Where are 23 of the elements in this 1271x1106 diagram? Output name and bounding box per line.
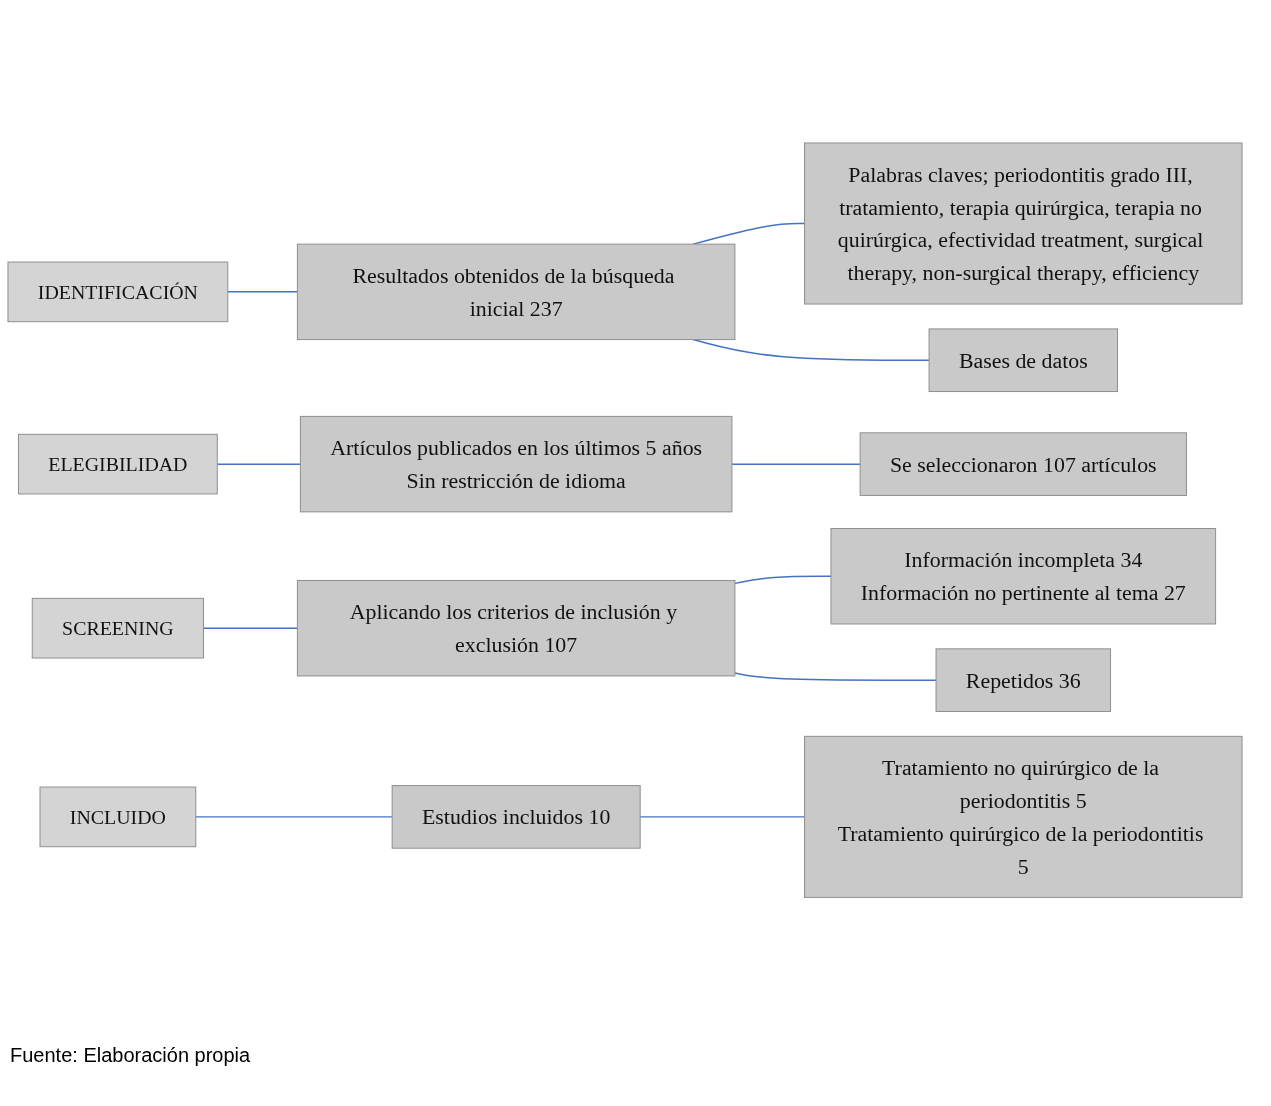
- caption: Fuente: Elaboración propia: [10, 1044, 252, 1067]
- connector: [731, 463, 861, 465]
- node-box: Palabras claves; periodontitis grado III, tratamiento, terapia quirúrgica, terapia no quirúrgica, efectividad treatment, surgical therapy, non-surgical therapy, efficiency: [804, 142, 1243, 305]
- node-box: Resultados obtenidos de la búsqueda inicial 237: [296, 243, 736, 340]
- connector: [202, 627, 299, 629]
- node-box: Artículos publicados en los últimos 5 años Sin restricción de idioma: [299, 415, 733, 513]
- node-box: Se seleccionaron 107 artículos: [859, 432, 1187, 496]
- node-box: Tratamiento no quirúrgico de la periodontitis 5 Tratamiento quirúrgico de la periodontitis 5: [804, 735, 1243, 898]
- connector: [227, 290, 299, 293]
- connector: [734, 672, 937, 681]
- node-box: IDENTIFICACIÓN: [7, 261, 229, 322]
- node-box: Repetidos 36: [935, 648, 1112, 712]
- connector: [195, 815, 393, 818]
- node-box: Bases de datos: [928, 328, 1118, 392]
- node-box: ELEGIBILIDAD: [17, 433, 218, 495]
- connector: [639, 815, 806, 818]
- node-box: SCREENING: [31, 597, 204, 659]
- node-box: Información incompleta 34 Información no pertinente al tema 27: [830, 527, 1217, 625]
- connector: [734, 575, 832, 584]
- node-box: Aplicando los criterios de inclusión y exclusión 107: [296, 579, 736, 677]
- node-box: Estudios incluidos 10: [391, 784, 641, 849]
- node-box: INCLUIDO: [39, 786, 197, 847]
- connector: [216, 463, 302, 465]
